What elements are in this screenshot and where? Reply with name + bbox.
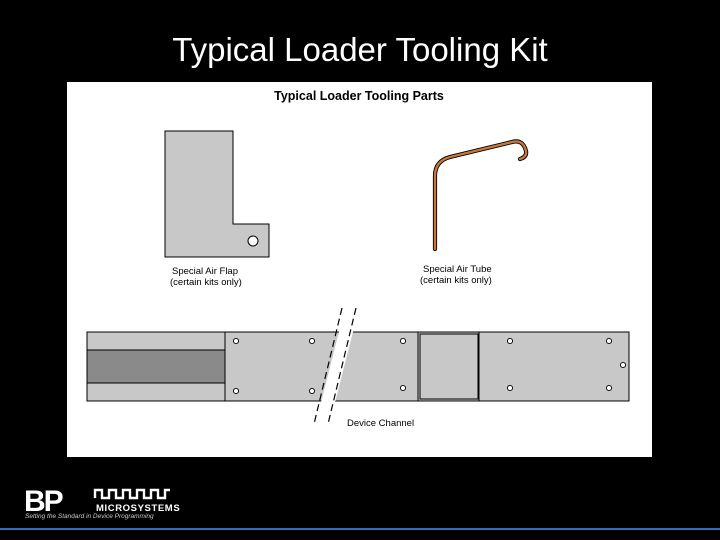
air-flap-part xyxy=(164,130,270,258)
logo-waveform-icon xyxy=(93,488,170,500)
bp-logo: BP MICROSYSTEMS xyxy=(24,486,180,518)
channel-screws xyxy=(232,337,627,395)
air-flap-label: Special Air Flap xyxy=(172,266,238,277)
footer-accent-line xyxy=(0,528,720,530)
diagram-panel: Typical Loader Tooling Parts Special Air… xyxy=(67,82,652,457)
diagram-heading: Typical Loader Tooling Parts xyxy=(274,89,444,103)
air-tube-label: Special Air Tube xyxy=(423,264,492,275)
device-channel-label: Device Channel xyxy=(347,418,414,429)
slide-title: Typical Loader Tooling Kit xyxy=(172,31,548,68)
air-tube-part xyxy=(432,139,529,252)
channel-dark-insert xyxy=(86,349,226,384)
channel-window xyxy=(419,333,479,400)
air-flap-sublabel: (certain kits only) xyxy=(170,277,242,288)
footer-bar: BP MICROSYSTEMS Setting the Standard in … xyxy=(0,480,720,540)
device-channel xyxy=(86,307,630,430)
tooling-diagram: Typical Loader Tooling Parts Special Air… xyxy=(86,89,630,430)
logo-letters: BP xyxy=(24,486,63,518)
air-flap-hole xyxy=(247,235,259,247)
logo-tagline: Setting the Standard in Device Programmi… xyxy=(25,513,154,520)
logo-name: MICROSYSTEMS xyxy=(96,503,180,514)
air-tube-sublabel: (certain kits only) xyxy=(420,275,492,286)
